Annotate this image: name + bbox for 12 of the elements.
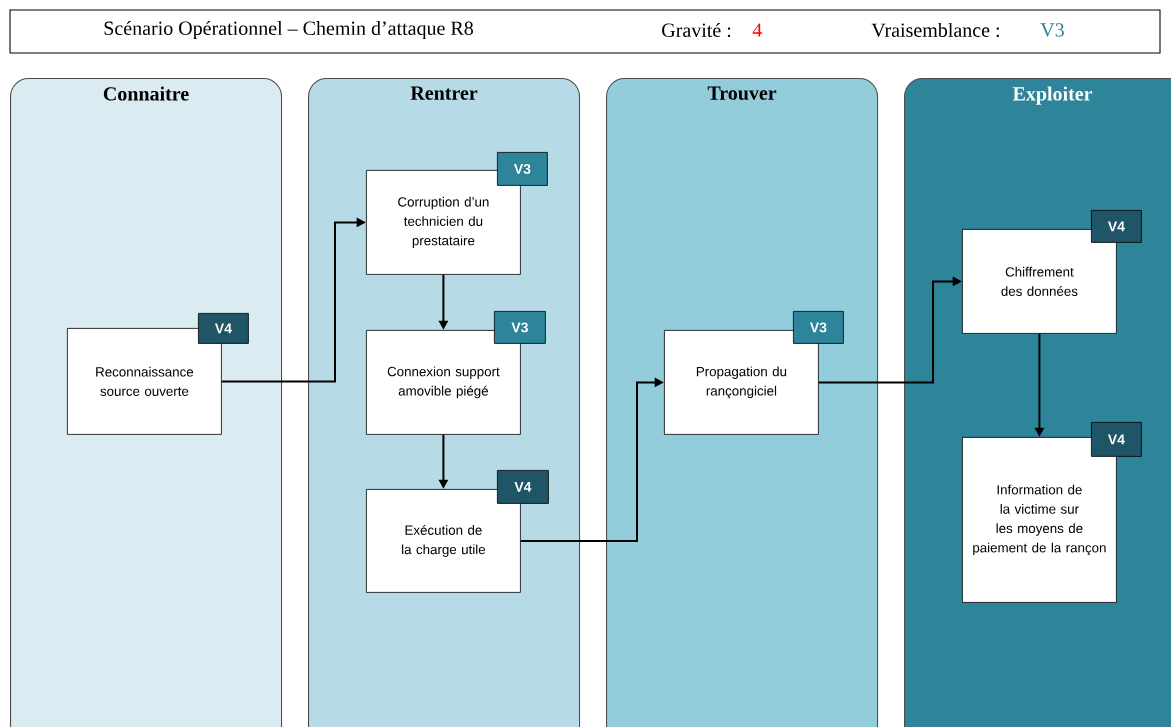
header-label: V3 xyxy=(1040,23,1064,37)
title: Scénario Opérationnel – Chemin d’attaque R8 xyxy=(104,20,473,40)
likelihood-badge: V3 xyxy=(497,152,548,186)
header-label: Gravité : xyxy=(662,22,731,38)
likelihood-badge: V4 xyxy=(198,313,249,344)
likelihood-badge: V4 xyxy=(1091,422,1142,457)
likelihood-badge: V4 xyxy=(1091,210,1142,243)
likelihood-badge: V3 xyxy=(793,311,844,344)
header-label: Vraisemblance : xyxy=(871,22,999,38)
likelihood-badge: V3 xyxy=(494,311,546,344)
likelihood-badge: V4 xyxy=(497,470,549,504)
header-label: 4 xyxy=(752,23,762,37)
